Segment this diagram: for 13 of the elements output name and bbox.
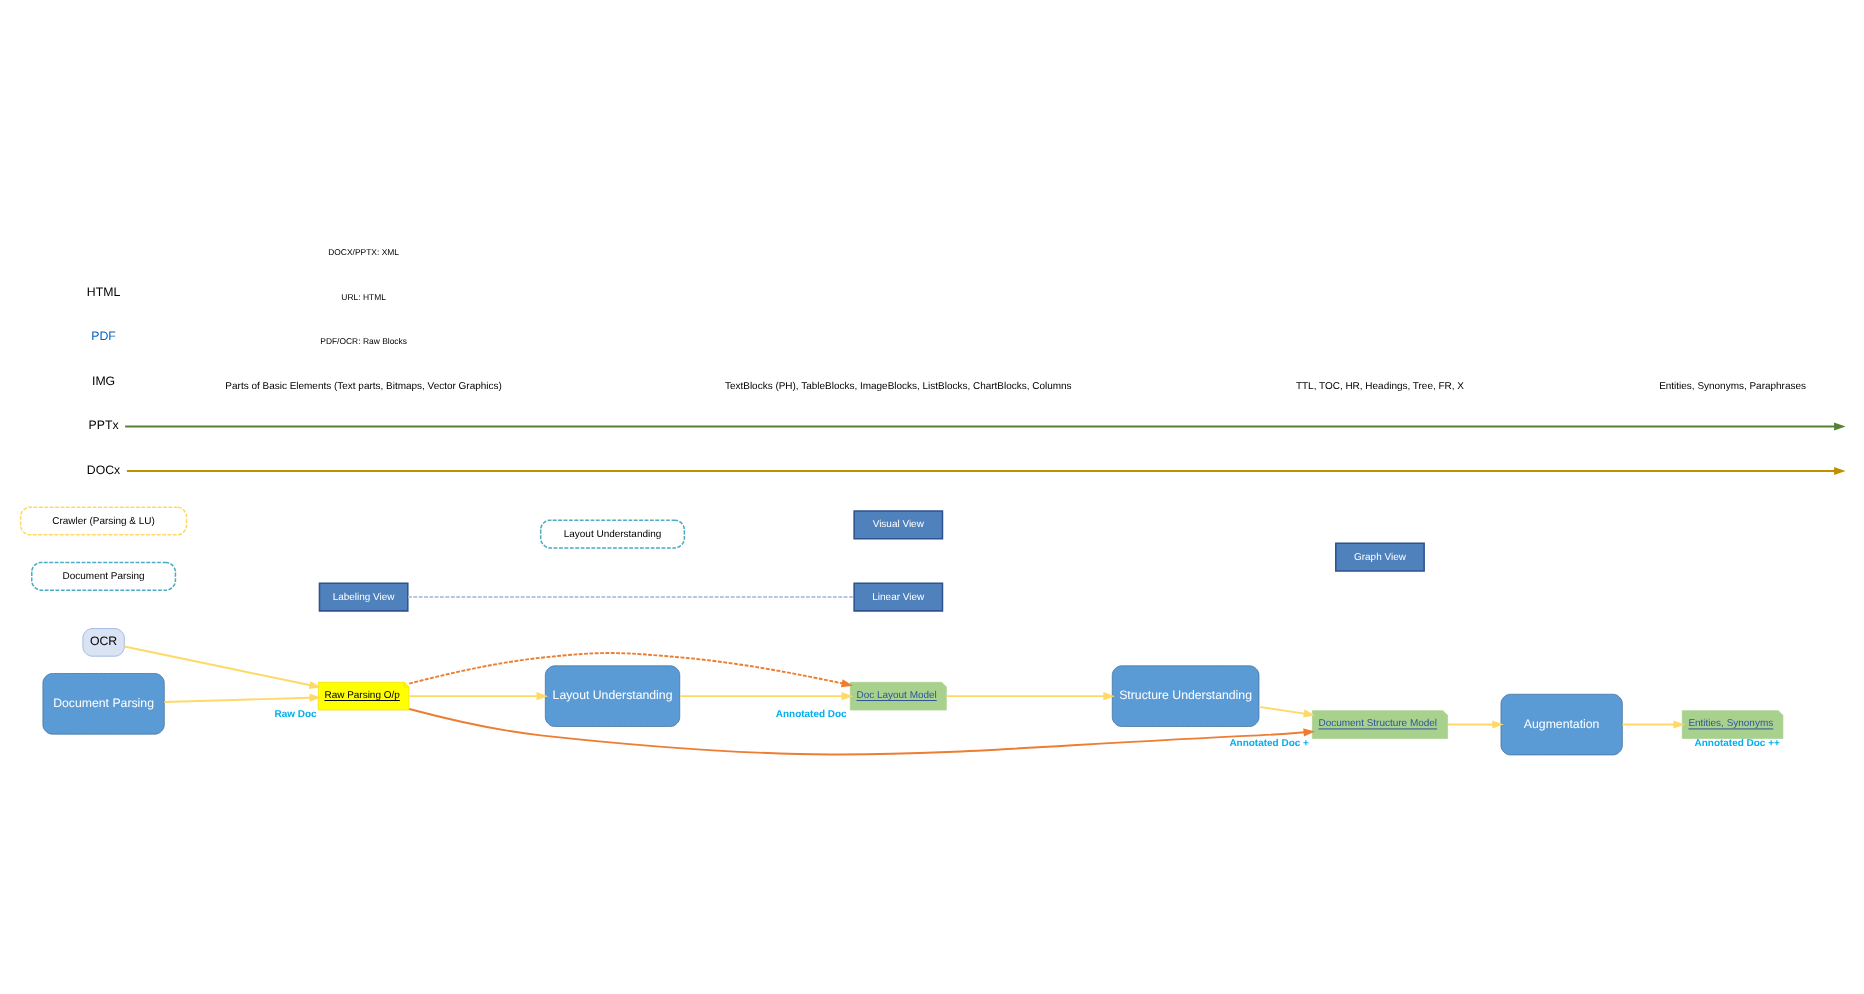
arrow xyxy=(163,693,322,703)
arrow xyxy=(408,708,1316,756)
arrow xyxy=(1258,705,1316,718)
arrow xyxy=(1621,720,1685,729)
connector xyxy=(407,596,855,598)
arrow xyxy=(125,467,1846,476)
arrow xyxy=(679,692,854,701)
arrow xyxy=(945,692,1115,701)
arrow xyxy=(408,692,549,701)
arrow xyxy=(123,645,321,690)
arrow xyxy=(1446,720,1504,729)
arrow xyxy=(124,422,1846,431)
arrow xyxy=(408,652,854,688)
